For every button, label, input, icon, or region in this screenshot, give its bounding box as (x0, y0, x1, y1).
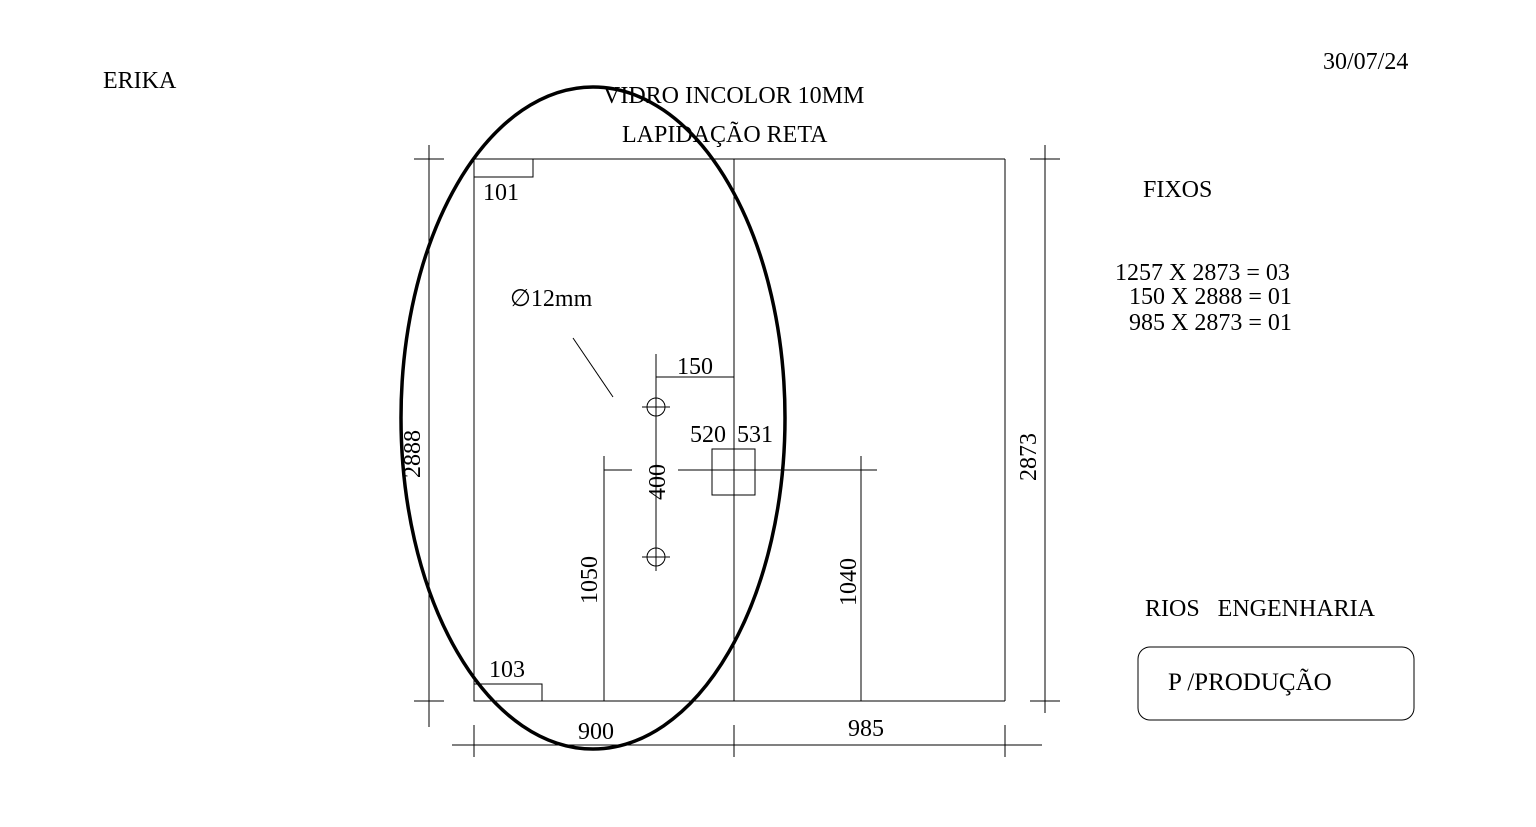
hole-offset-dimension (655, 354, 734, 393)
fixed-title: FIXOS (1143, 177, 1212, 203)
company-name: RIOS ENGENHARIA (1145, 596, 1376, 622)
corner-notch-bottom (473, 683, 543, 702)
hole-top-icon (642, 393, 670, 421)
highlight-ellipse (399, 85, 787, 751)
right-height-dimension (1030, 145, 1060, 713)
polish-type-title: LAPIDAÇÃO RETA (622, 122, 828, 148)
dim-hole-offset: 150 (677, 354, 713, 380)
center-cutout-box (711, 448, 756, 496)
glass-type-title: VIDRO INCOLOR 10MM (603, 83, 864, 109)
production-stamp-box (1137, 646, 1415, 721)
hole-bottom-icon (642, 543, 670, 571)
dim-inner-height-right: 1040 (836, 558, 862, 606)
dim-hole-spacing: 400 (645, 464, 671, 500)
dim-box-width-right: 531 (737, 422, 773, 448)
dim-corner-bottom: 103 (489, 657, 525, 683)
fixed-item-3: 985 X 2873 = 01 (1129, 310, 1292, 336)
panel-outline (473, 158, 1006, 702)
client-name: ERIKA (103, 68, 177, 94)
left-inner-height-dimension (603, 456, 632, 701)
dim-height-right: 2873 (1016, 433, 1042, 481)
hole-leader-line (572, 337, 614, 398)
fixed-item-2: 150 X 2888 = 01 (1129, 284, 1292, 310)
dim-corner-top: 101 (483, 180, 519, 206)
dim-hole-diameter: ∅12mm (510, 286, 593, 312)
bottom-width-dimension (452, 725, 1042, 757)
dim-width-right: 985 (848, 716, 884, 742)
date-label: 30/07/24 (1323, 49, 1408, 75)
dim-width-left: 900 (578, 719, 614, 745)
production-label: P /PRODUÇÃO (1168, 668, 1332, 696)
dim-inner-height-left: 1050 (577, 556, 603, 604)
corner-notch-top (473, 158, 534, 178)
fixed-item-1: 1257 X 2873 = 03 (1115, 260, 1290, 286)
dim-box-width-left: 520 (690, 422, 726, 448)
